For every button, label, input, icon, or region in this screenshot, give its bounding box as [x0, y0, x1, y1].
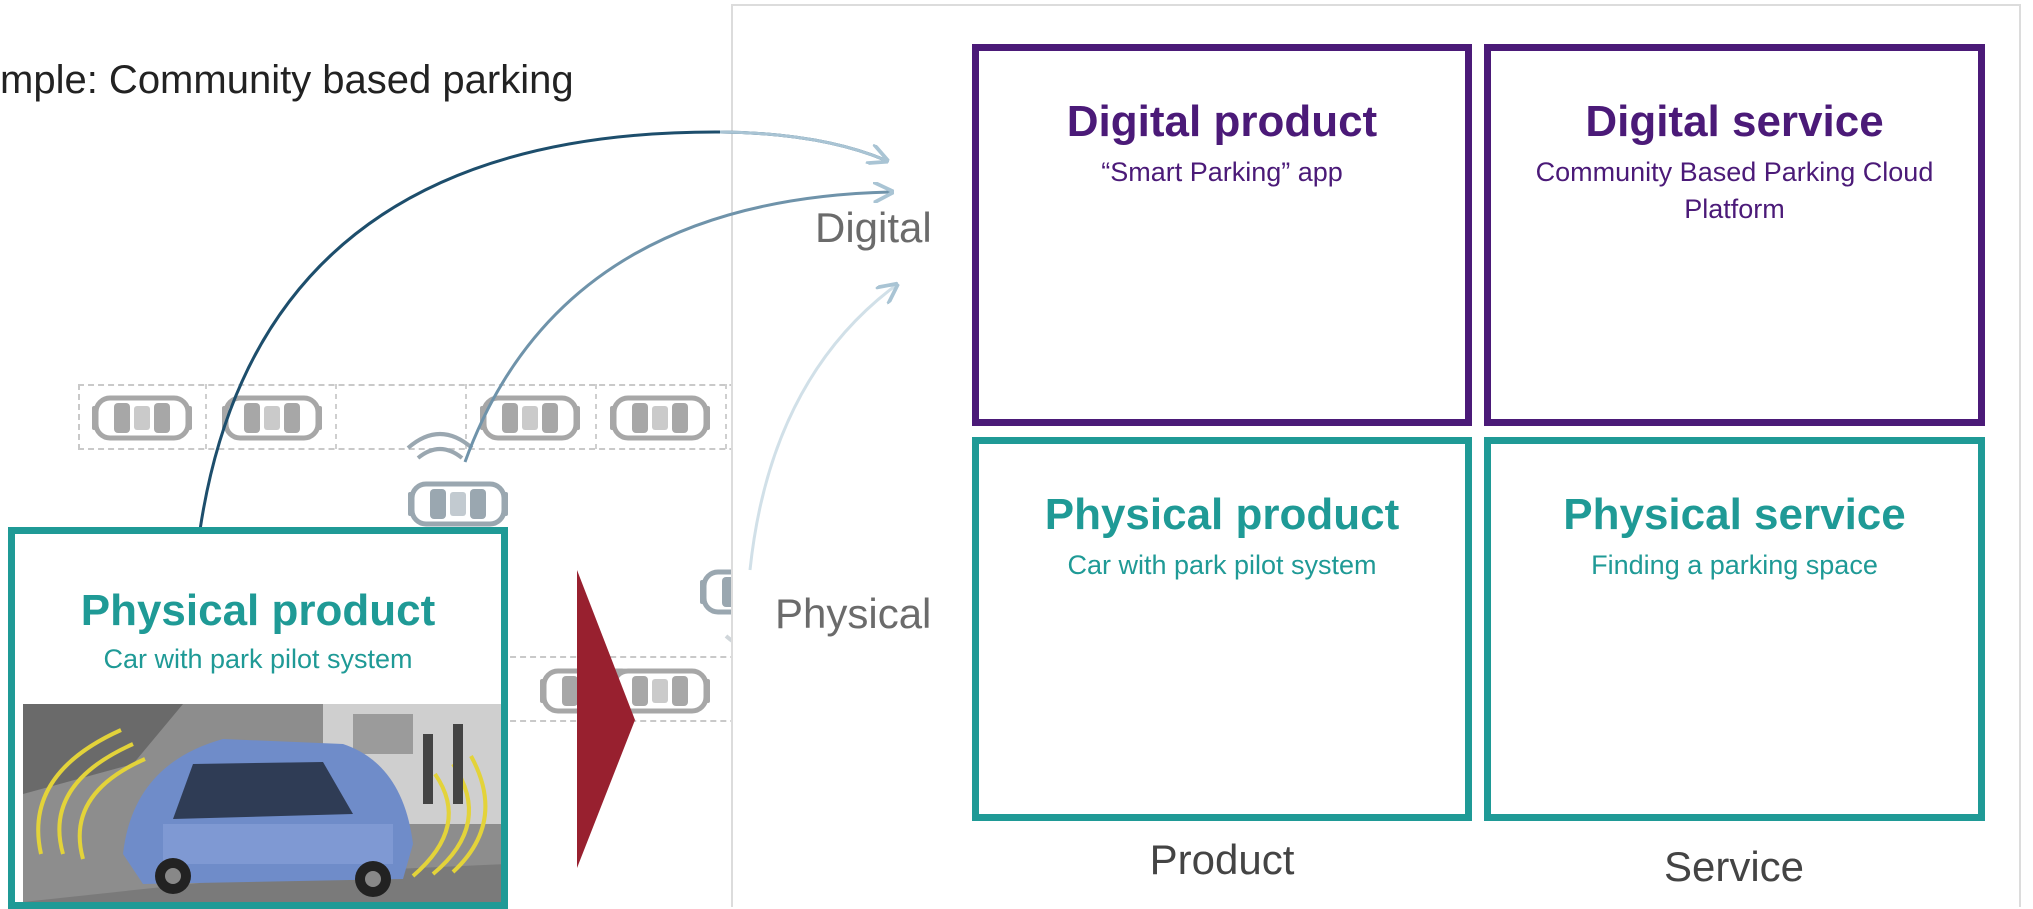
quadrant-title: Digital product — [1066, 97, 1378, 146]
quadrant-physical-service: Physical service Finding a parking space — [1484, 437, 1985, 821]
card-title: Physical product — [80, 586, 436, 635]
quadrant-subtitle: Car with park pilot system — [1067, 549, 1377, 580]
car-photo — [23, 704, 501, 902]
quadrant-title: Physical product — [1044, 490, 1400, 539]
play-arrow-icon — [577, 570, 635, 868]
page-title: mple: Community based parking — [0, 58, 574, 102]
connector-arrow-icon — [198, 130, 886, 531]
quadrant-title: Digital service — [1585, 97, 1884, 146]
quadrant-subtitle: Finding a parking space — [1591, 549, 1878, 580]
example-card: Physical product Car with park pilot sys… — [8, 527, 508, 909]
quadrant-physical-product: Physical product Car with park pilot sys… — [972, 437, 1472, 821]
quadrant-digital-product: Digital product “Smart Parking” app — [972, 44, 1472, 426]
column-label-product: Product — [1149, 836, 1295, 883]
row-label-physical: Physical — [775, 590, 932, 637]
quadrant-title: Physical service — [1563, 490, 1906, 539]
quadrant-digital-service: Digital service Community Based Parking … — [1484, 44, 1985, 426]
quadrant-subtitle: “Smart Parking” app — [1101, 156, 1343, 187]
connector-arrow-icon — [463, 192, 890, 463]
row-label-digital: Digital — [815, 204, 932, 251]
card-subtitle: Car with park pilot system — [103, 643, 413, 674]
connector-arrow-icon — [748, 286, 895, 571]
column-label-service: Service — [1663, 843, 1805, 890]
quadrant-subtitle: Community Based Parking Cloud Platform — [1535, 156, 1934, 225]
